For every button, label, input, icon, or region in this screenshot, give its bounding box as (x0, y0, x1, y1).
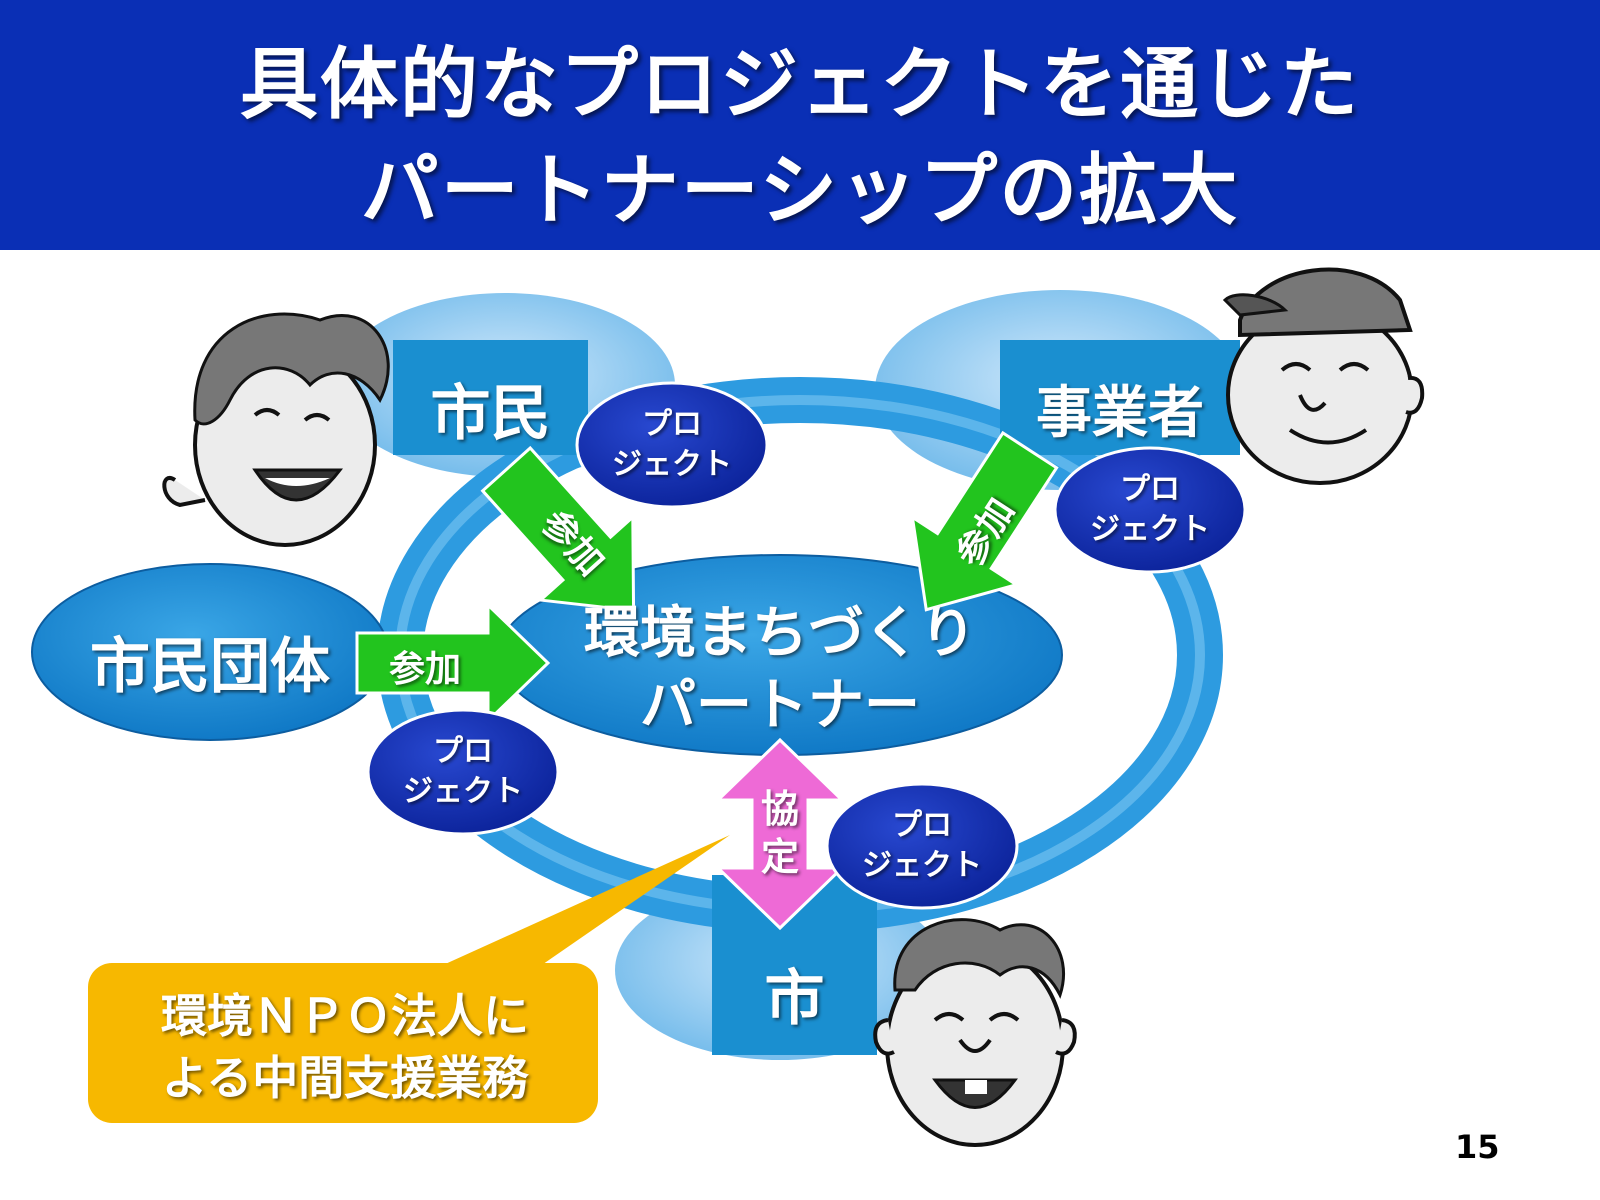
callout-tail (410, 835, 730, 980)
project-label-line1: プロ (892, 808, 952, 843)
callout-text: 環境ＮＰＯ法人に よる中間支援業務 (95, 985, 595, 1109)
callout-box (88, 963, 598, 1123)
node-label-jigyosha: 事業者 (1036, 381, 1204, 446)
arrow-sanka-jigyosha (910, 430, 1059, 612)
callout-line2: よる中間支援業務 (161, 1051, 529, 1105)
page-title-line2: パートナーシップの拡大 (360, 146, 1240, 236)
capped-man-face-illustration (1222, 267, 1425, 485)
center-label-line1: 環境まちづくり (584, 601, 976, 666)
project-ellipse-dantai (366, 708, 560, 836)
project-label-line2: ジェクト (1090, 512, 1210, 547)
arrow-kyotei (714, 737, 846, 931)
node-label-shi: 市 (764, 964, 825, 1034)
title-banner (0, 0, 1600, 250)
project-label-line2: ジェクト (862, 848, 982, 883)
page-number: 15 (1455, 1128, 1500, 1166)
node-label-shimin-dantai: 市民団体 (90, 632, 330, 702)
node-label-shimin: 市民 (430, 379, 551, 449)
partnership-diagram (31, 267, 1425, 1147)
arrow-sanka-shimin (480, 445, 636, 613)
project-label-line1: プロ (1120, 472, 1180, 507)
project-label-line2: ジェクト (612, 447, 732, 482)
older-man-face-illustration (873, 918, 1077, 1147)
project-label-shi: プロ ジェクト (827, 806, 1017, 886)
project-label-shimin: プロ ジェクト (577, 405, 767, 485)
project-ellipse-shimin (575, 381, 769, 509)
node-box-jigyosha (1000, 340, 1240, 455)
project-ellipse-shi (825, 782, 1019, 910)
project-label-jigyosha: プロ ジェクト (1055, 470, 1245, 550)
project-ellipse-jigyosha (1053, 446, 1247, 574)
project-label-line1: プロ (433, 734, 493, 769)
project-label-line2: ジェクト (403, 774, 523, 809)
woman-face-illustration (162, 312, 390, 547)
arrow-sanka-dantai (355, 601, 551, 725)
node-box-shimin (393, 340, 588, 455)
callout-line1: 環境ＮＰＯ法人に (161, 989, 529, 1043)
project-label-dantai: プロ ジェクト (368, 732, 558, 812)
arrow-label-sanka-dantai: 参加 (388, 649, 461, 690)
center-label-line2: パートナー (640, 673, 920, 738)
page-title-line1: 具体的なプロジェクトを通じた (239, 40, 1360, 130)
project-label-line1: プロ (642, 407, 702, 442)
arrow-label-kyotei: 協定 (760, 787, 799, 879)
